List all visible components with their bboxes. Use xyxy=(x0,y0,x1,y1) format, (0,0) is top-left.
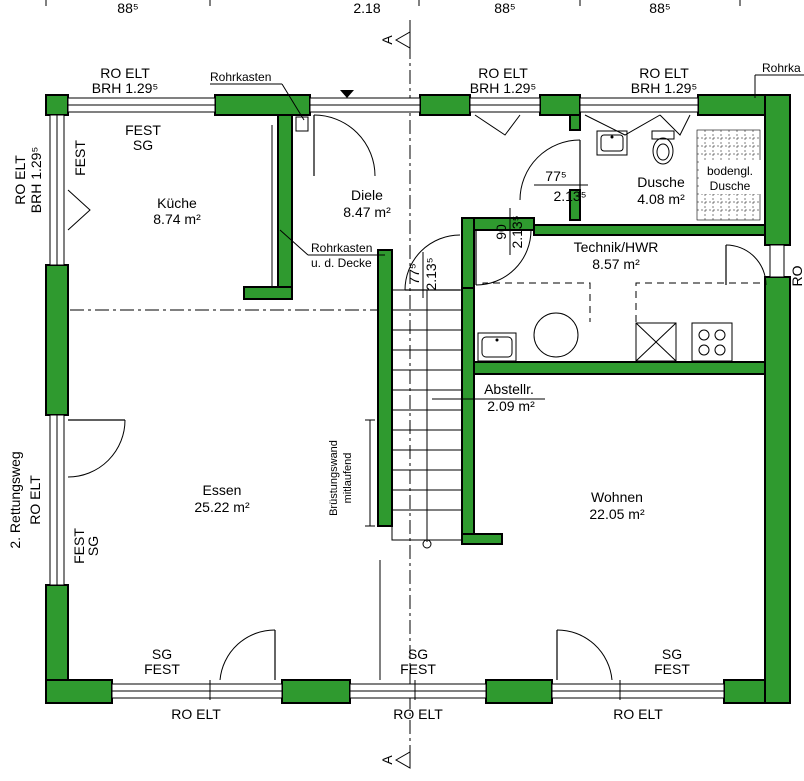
rohrkasten-leader xyxy=(279,229,309,256)
dimension-label: 88⁵ xyxy=(117,0,138,16)
door-size-diele: 77⁵ xyxy=(406,263,422,284)
window-label: BRH 1.29⁵ xyxy=(631,80,698,96)
window-label: RO ELT xyxy=(27,475,43,525)
shower-floor-label: Dusche xyxy=(710,179,751,193)
parapet-label: Brüstungswand xyxy=(328,440,340,516)
room-area-diele: 8.47 m² xyxy=(343,204,391,220)
door-size-technik: 90 xyxy=(493,224,509,240)
window-label: BRH 1.29⁵ xyxy=(28,147,44,214)
staircase xyxy=(365,289,463,549)
window-label: FEST xyxy=(72,140,88,176)
window-label: RO ELT xyxy=(613,706,663,722)
rohrkasten-decke-label: Rohrkasten xyxy=(311,241,372,255)
window-label: RO ELT xyxy=(171,706,221,722)
room-name-abstell: Abstellr. xyxy=(484,381,534,397)
door-size-dusche: 2.13⁵ xyxy=(553,188,586,204)
section-marker-bottom: A xyxy=(379,751,411,769)
window-label: FEST xyxy=(71,528,87,564)
rohrkasten-leader xyxy=(281,83,305,121)
window-sash-marks xyxy=(67,114,691,700)
svg-text:A: A xyxy=(379,35,395,45)
rohrkasten-box xyxy=(295,116,309,132)
door-size-technik: 2.13⁵ xyxy=(509,215,525,248)
outer-walls xyxy=(45,94,791,704)
room-name-technik: Technik/HWR xyxy=(574,239,659,255)
room-name-kueche: Küche xyxy=(157,195,197,211)
rohrkasten-decke-label: u. d. Decke xyxy=(311,256,372,270)
room-area-essen: 25.22 m² xyxy=(194,499,250,515)
dimension-label: 88⁵ xyxy=(494,0,515,16)
dimension-label: 88⁵ xyxy=(649,0,670,16)
window-label: BRH 1.29⁵ xyxy=(92,80,159,96)
window-label: SG xyxy=(408,646,428,662)
window-label: FEST xyxy=(400,661,436,677)
window-label: SG xyxy=(152,646,172,662)
window-label: BRH 1.29⁵ xyxy=(470,80,537,96)
window-label: SG xyxy=(662,646,682,662)
shower-area xyxy=(696,129,762,221)
rohrkasten-label: Rohrkasten xyxy=(210,70,271,84)
room-area-abstell: 2.09 m² xyxy=(487,398,535,414)
toilet-icon xyxy=(651,130,675,165)
sink-dusche xyxy=(596,130,628,156)
interior-walls xyxy=(243,114,766,545)
room-name-essen: Essen xyxy=(203,482,242,498)
window-label: FEST xyxy=(125,122,161,138)
window-label: RO ELT xyxy=(12,155,28,205)
room-name-diele: Diele xyxy=(351,187,383,203)
room-name-wohnen: Wohnen xyxy=(591,489,643,505)
shower-floor-label: bodengl. xyxy=(707,164,753,178)
rohrkasten-label: Rohrka xyxy=(762,61,801,75)
window-label: RO ELT xyxy=(639,65,689,81)
room-area-wohnen: 22.05 m² xyxy=(589,506,645,522)
window-label: RO ELT xyxy=(100,65,150,81)
svg-text:A: A xyxy=(379,755,395,765)
window-label: FEST xyxy=(654,661,690,677)
door-size-dusche: 77⁵ xyxy=(545,168,566,184)
section-marker-top: A xyxy=(379,31,411,49)
window-label: RO xyxy=(789,265,804,286)
room-name-dusche: Dusche xyxy=(637,174,685,190)
escape-route-label: 2. Rettungsweg xyxy=(7,451,23,548)
dimension-ticks xyxy=(45,0,741,6)
window-label: RO ELT xyxy=(393,706,443,722)
window-label: RO ELT xyxy=(478,65,528,81)
window-label: SG xyxy=(133,137,153,153)
windows xyxy=(49,97,785,699)
window-label: SG xyxy=(85,536,101,556)
room-area-kueche: 8.74 m² xyxy=(153,211,201,227)
room-area-dusche: 4.08 m² xyxy=(637,191,685,207)
parapet-label: mitlaufend xyxy=(342,453,354,504)
room-area-technik: 8.57 m² xyxy=(592,256,640,272)
dimension-label: 2.18 xyxy=(353,0,380,16)
window-label: FEST xyxy=(144,661,180,677)
technik-fixtures xyxy=(477,282,765,362)
door-size-diele: 2.13⁵ xyxy=(423,257,439,290)
